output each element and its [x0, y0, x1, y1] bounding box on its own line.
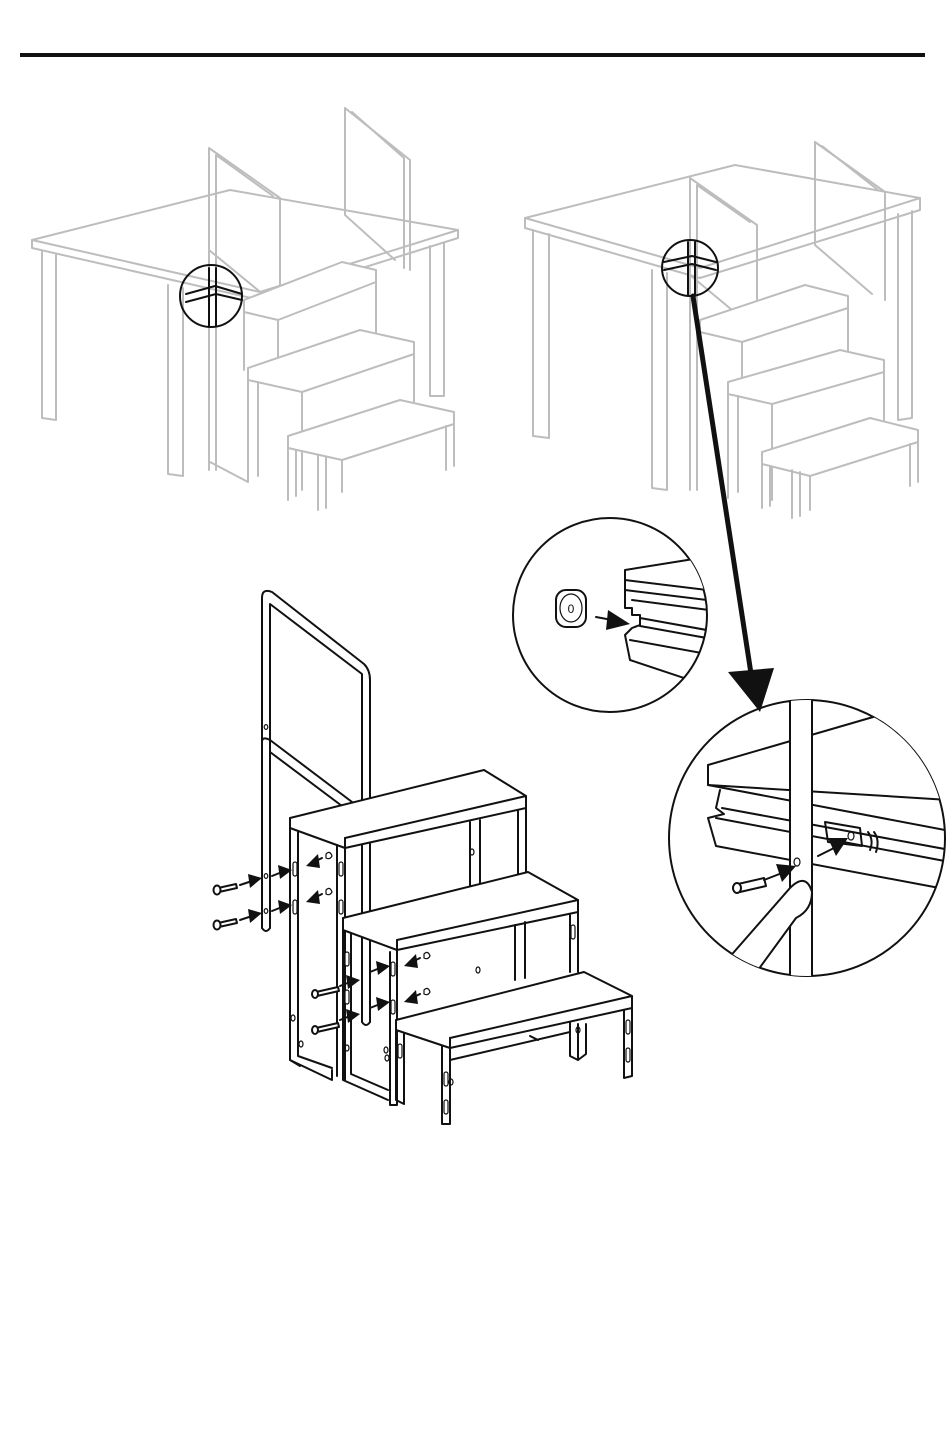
end-cap-mark: 0: [568, 602, 575, 616]
stair-tier-bottom: [396, 972, 632, 1124]
handrail-bolts: [214, 865, 293, 930]
main-assembly: [214, 591, 633, 1124]
overview-right: [525, 142, 920, 518]
detail-cap: 0: [513, 518, 740, 712]
detail-bolt: [669, 695, 950, 992]
bolt-part: [733, 878, 766, 893]
overview-left: [32, 108, 458, 510]
top-tier-nuts: [306, 852, 332, 904]
